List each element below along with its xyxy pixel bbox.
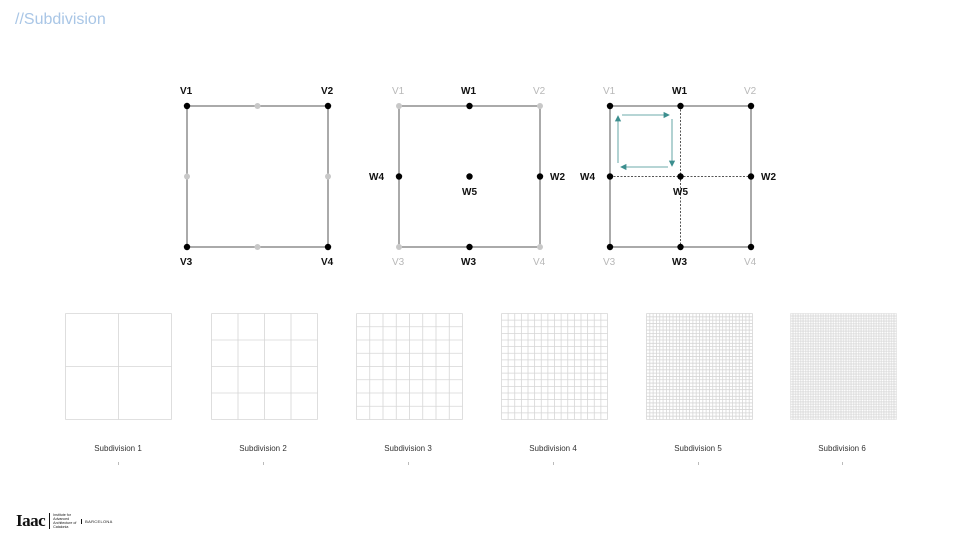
label-v2: V2 [744,86,757,97]
point-w4 [606,173,614,180]
logo-institute-text: Institute for Advanced Architecture of C… [49,513,77,529]
caption-tick [842,462,843,465]
subdivision-grid-1 [65,313,172,420]
point-w2 [747,173,755,180]
grid-svg [790,313,897,420]
point-w5 [466,173,473,180]
label-v4: V4 [321,257,334,268]
diagram-1: V1 V2 V3 V4 [180,86,334,268]
subdivision-caption-3: Subdivision 3 [384,444,432,453]
subdivision-caption-1: Subdivision 1 [94,444,142,453]
page-title: //Subdivision [15,11,106,28]
label-v4: V4 [744,257,757,268]
point-w4 [395,173,403,180]
vertex-v2 [324,102,332,110]
vertex-v1 [183,102,191,110]
arrows-icon [614,111,676,171]
caption-tick [118,462,119,465]
label-w2: W2 [550,172,565,183]
vertex-v1 [396,103,402,109]
label-v1: V1 [180,86,193,97]
subdivision-caption-2: Subdivision 2 [239,444,287,453]
vertex-v3 [183,243,191,251]
vertex-v3 [396,244,402,250]
grid-svg [356,313,463,420]
diagram-3: V1 W1 V2 W4 W5 W2 V3 W3 V4 [580,86,776,268]
iaac-logo: Iaac Institute for Advanced Architecture… [16,511,113,531]
subdivision-grid-2 [211,313,318,420]
vertex-v2 [537,103,543,109]
point-w3 [466,243,473,251]
grid-svg [646,313,753,420]
vertex-v4 [537,244,543,250]
caption-tick [553,462,554,465]
subdivision-diagrams: V1 V2 V3 V4 V1 W1 V2 W4 W5 W2 V3 W3 V4 [180,86,776,268]
point-w1 [466,102,473,110]
midpoint-top [254,103,261,109]
grid-svg [211,313,318,420]
grid-svg [65,313,172,420]
label-w4: W4 [580,172,595,183]
label-v1: V1 [603,86,616,97]
point-w2 [536,173,544,180]
subdivision-grid-5 [646,313,753,420]
logo-mark: Iaac [16,511,46,530]
point-w5 [677,173,684,180]
logo-city-text: BARCELONA [81,518,112,524]
label-w1: W1 [672,86,687,97]
label-w1: W1 [461,86,476,97]
subdivision-grid-6 [790,313,897,420]
label-w5: W5 [462,187,477,198]
label-v4: V4 [533,257,546,268]
subdivision-caption-6: Subdivision 6 [818,444,866,453]
point-w3 [677,243,684,251]
square-outline [186,105,329,248]
subdivision-caption-4: Subdivision 4 [529,444,577,453]
vertex-v4 [747,243,755,251]
label-v3: V3 [603,257,616,268]
label-v1: V1 [392,86,405,97]
label-v2: V2 [533,86,546,97]
label-w2: W2 [761,172,776,183]
label-v2: V2 [321,86,334,97]
label-w5: W5 [673,187,688,198]
grid-svg [501,313,608,420]
point-w1 [677,102,684,110]
vertex-v4 [324,243,332,251]
caption-tick [263,462,264,465]
caption-tick [698,462,699,465]
vertex-v1 [606,102,614,110]
label-w3: W3 [461,257,476,268]
label-w4: W4 [369,172,384,183]
diagram-2: V1 W1 V2 W4 W5 W2 V3 W3 V4 [369,86,565,268]
subdivision-caption-5: Subdivision 5 [674,444,722,453]
subdivision-grid-3 [356,313,463,420]
label-v3: V3 [180,257,193,268]
vertex-v2 [747,102,755,110]
vertex-v3 [606,243,614,251]
midpoint-right [325,173,331,180]
midpoint-left [184,173,190,180]
label-w3: W3 [672,257,687,268]
midpoint-bottom [254,244,261,250]
label-v3: V3 [392,257,405,268]
caption-tick [408,462,409,465]
subdivision-grid-4 [501,313,608,420]
